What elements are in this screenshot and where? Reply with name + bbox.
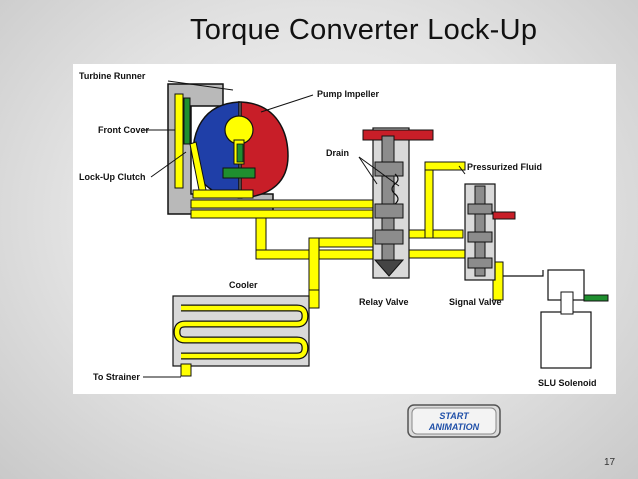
relay-valve	[362, 127, 434, 279]
start-button-line1: START	[439, 411, 470, 421]
label-relay-valve: Relay Valve	[359, 297, 409, 307]
start-animation-button[interactable]: START ANIMATION	[407, 404, 501, 438]
label-lock-up-clutch: Lock-Up Clutch	[79, 172, 146, 182]
label-to-strainer: To Strainer	[93, 372, 140, 382]
fluid-passages	[190, 161, 504, 309]
lock-up-clutch	[183, 97, 191, 145]
slide-title: Torque Converter Lock-Up	[190, 14, 538, 46]
label-front-cover: Front Cover	[98, 125, 150, 135]
label-cooler: Cooler	[229, 280, 258, 290]
ghost-page-number: 17	[35, 452, 47, 463]
label-pump-impeller: Pump Impeller	[317, 89, 380, 99]
label-turbine-runner: Turbine Runner	[79, 71, 146, 81]
start-button-line2: ANIMATION	[428, 422, 480, 432]
signal-valve	[464, 183, 516, 281]
diagram-panel	[73, 64, 616, 394]
label-drain: Drain	[326, 148, 349, 158]
page-number: 17	[604, 457, 616, 468]
cooler	[172, 295, 310, 377]
slu-solenoid	[503, 269, 609, 369]
label-signal-valve: Signal Valve	[449, 297, 502, 307]
label-pressurized-fluid: Pressurized Fluid	[467, 162, 542, 172]
leader-lines	[143, 80, 466, 378]
label-slu-solenoid: SLU Solenoid	[538, 378, 597, 388]
torque-converter-diagram: Turbine Runner Pump Impeller Front Cover…	[73, 64, 616, 394]
front-cover	[174, 93, 184, 189]
diagram-labels: Turbine Runner Pump Impeller Front Cover…	[79, 71, 597, 388]
